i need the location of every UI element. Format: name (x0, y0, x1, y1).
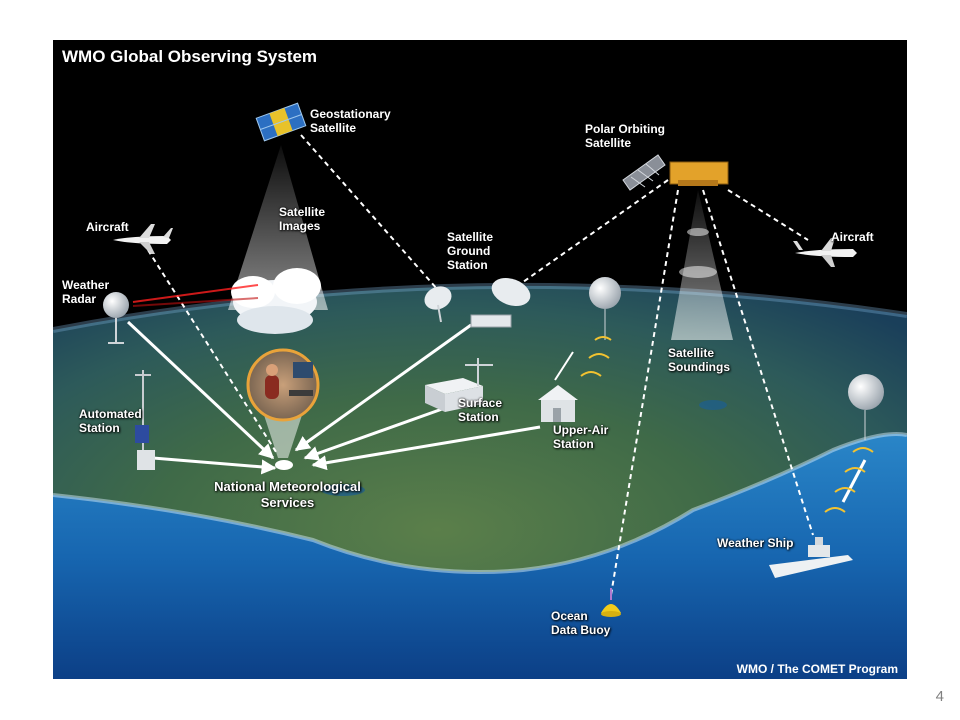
polar-satellite-icon (622, 154, 729, 191)
surface-station-icon (425, 358, 493, 412)
automated-station-icon (135, 370, 155, 470)
upper-air-station-icon (538, 351, 578, 422)
arrow-automated-to-nms (152, 456, 277, 475)
link-aircraft-to-nms (147, 249, 279, 456)
nms-pointer (263, 412, 303, 458)
link-geo-to-ground-station (300, 134, 439, 291)
nms-photo-icon (246, 348, 320, 422)
diagram-title: WMO Global Observing System (62, 47, 318, 66)
lake (321, 484, 365, 496)
ocean-buoy-icon (601, 588, 621, 617)
ground-station-dish-icon (424, 277, 531, 328)
arrow-radar-to-nms (126, 320, 275, 460)
aircraft-right-icon (793, 238, 857, 267)
balloon-icon (580, 277, 621, 377)
weather-radar-icon (103, 292, 129, 344)
polar-cone-ring (687, 228, 709, 236)
link-polar-to-ship (702, 189, 814, 536)
diagram-scene (53, 102, 907, 679)
link-polar-to-ground-station (522, 179, 669, 283)
nms-dome (275, 460, 293, 470)
polar-cone (671, 190, 733, 340)
label-aircraft-right: Aircraft (831, 230, 874, 244)
cloud-icon (231, 268, 321, 334)
label-aircraft-left: Aircraft (86, 220, 129, 234)
radar-beam (132, 297, 259, 307)
ocean-region (53, 434, 907, 679)
link-polar-to-buoy (610, 189, 679, 596)
weather-ship-icon (769, 537, 853, 578)
arrow-ground-station-to-nms (294, 323, 472, 452)
diagram-panel: WMO Global Observing System Geostationar… (53, 40, 907, 679)
lake (699, 400, 727, 410)
arrow-upper-air-to-nms (311, 425, 541, 471)
geostationary-satellite-icon (255, 102, 307, 142)
label-weather-ship: Weather Ship (717, 536, 794, 550)
polar-cone-ring (679, 266, 717, 278)
credit-text: WMO / The COMET Program (736, 662, 898, 676)
page-number: 4 (935, 688, 944, 705)
balloon-icon (824, 374, 884, 513)
link-polar-to-aircraft (727, 189, 809, 241)
aircraft-left-icon (113, 224, 173, 254)
atmosphere-glow (53, 282, 907, 333)
arrow-surface-to-nms (303, 406, 446, 461)
radar-beam (132, 284, 259, 303)
coastline-foam (53, 432, 907, 574)
